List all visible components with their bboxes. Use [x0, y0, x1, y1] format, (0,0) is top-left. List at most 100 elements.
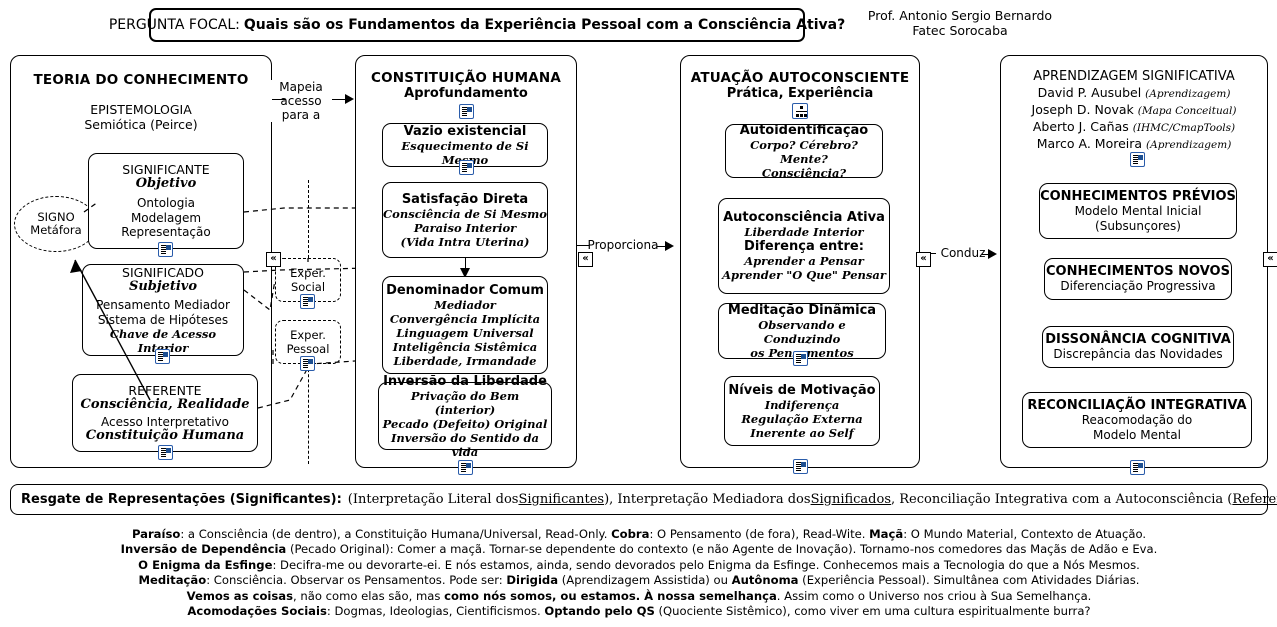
- resgate-label: Resgate de Representações (Significantes…: [21, 492, 342, 507]
- node-niveis-line3: Inerente ao Self: [750, 425, 854, 440]
- satisfacao-to-denominador-arrow: [460, 268, 470, 278]
- node-niveis-head: Níveis de Motivação: [728, 382, 876, 398]
- note-line-2: Inversão de Dependência (Pecado Original…: [120, 542, 1158, 557]
- node-autoidentificacao[interactable]: Autoidentificação Corpo? Cérebro? Mente?…: [725, 123, 883, 180]
- resource-icon-atuacao-footer[interactable]: [793, 459, 808, 474]
- link-label-mapeia: Mapeia acesso para a: [271, 80, 331, 122]
- node-exper-social-line1: Exper.: [290, 266, 326, 280]
- node-autoconsciencia-ativa[interactable]: Autoconsciência Ativa Liberdade Interior…: [718, 198, 890, 294]
- node-autoconsciencia-line1: Liberdade Interior: [744, 225, 864, 239]
- resource-icon-significado[interactable]: [155, 349, 170, 364]
- resource-icon-constituicao-header[interactable]: [459, 104, 474, 119]
- node-significante-line3: Representação: [121, 225, 211, 240]
- node-denominador-comum[interactable]: Denominador Comum Mediador Convergência …: [382, 276, 548, 374]
- node-reconciliacao-integrativa[interactable]: RECONCILIAÇÃO INTEGRATIVA Reacomodação d…: [1022, 392, 1252, 448]
- node-satisfacao-line3: (Vida Intra Uterina): [400, 234, 530, 249]
- collapse-marker-teoria[interactable]: «: [266, 252, 281, 267]
- node-significado-line1: Pensamento Mediador: [96, 298, 230, 312]
- mapeia-arrowhead: [345, 94, 354, 104]
- resource-icon-exper-social[interactable]: [300, 294, 315, 309]
- focal-question-box: PERGUNTA FOCAL: Quais são os Fundamentos…: [109, 8, 845, 42]
- node-vazio-line1: Esquecimento de Si Mesmo: [401, 138, 529, 167]
- resource-icon-meditacao[interactable]: [793, 351, 808, 366]
- node-inversao-line2: Pecado (Defeito) Original: [382, 416, 548, 431]
- conduz-arrowhead: [988, 249, 997, 259]
- author-row-1: Joseph D. Novak (Mapa Conceitual): [1001, 102, 1267, 119]
- node-referente-italic: Consciência, Realidade: [80, 396, 250, 412]
- resource-icon-vazio[interactable]: [459, 160, 474, 175]
- author-3-name: Marco A. Moreira: [1036, 136, 1143, 151]
- node-niveis-line2: Regulação Externa: [741, 411, 863, 426]
- link-mapeia-line1: Mapeia: [279, 80, 323, 94]
- panel-atuacao-sub: Prática, Experiência: [726, 86, 874, 101]
- node-denominador-line2: Convergência Implícita: [389, 311, 541, 326]
- node-referente[interactable]: REFERENTE Consciência, Realidade Acesso …: [72, 374, 258, 452]
- resource-icon-significante[interactable]: [158, 242, 173, 257]
- panel-aprendizagem-title: APRENDIZAGEM SIGNIFICATIVA: [1033, 69, 1235, 84]
- proporciona-line-right: [657, 246, 667, 247]
- resource-icon-exper-pessoal[interactable]: [300, 356, 315, 371]
- node-significante[interactable]: SIGNIFICANTE Objetivo Ontologia Modelage…: [88, 153, 244, 249]
- collapse-marker-constituicao[interactable]: «: [578, 252, 593, 267]
- link-mapeia-line3: para a: [281, 108, 321, 122]
- node-reconciliacao-line1: Reacomodação do: [1081, 413, 1193, 427]
- focal-question-text: Quais são os Fundamentos da Experiência …: [243, 17, 846, 33]
- node-exper-social-line2: Social: [290, 280, 326, 294]
- node-autoidentificacao-line2: Consciência?: [761, 165, 847, 180]
- concept-map-icon-atuacao-header[interactable]: [792, 103, 808, 119]
- node-niveis-line1: Indiferença: [764, 397, 840, 412]
- node-vazio-head: Vazio existencial: [403, 123, 527, 139]
- node-dissonancia-line1: Discrepância das Novidades: [1053, 347, 1223, 362]
- panel-atuacao-title: ATUAÇÃO AUTOCONSCIENTE: [690, 70, 910, 86]
- node-significante-line1: Ontologia: [136, 196, 196, 211]
- node-inversao-line3: Inversão do Sentido da vida: [391, 430, 539, 459]
- node-conhecimentos-previos[interactable]: CONHECIMENTOS PRÉVIOS Modelo Mental Inic…: [1039, 183, 1237, 239]
- author-3-note: (Aprendizagem): [1146, 139, 1232, 151]
- resgate-part2: ), Interpretação Mediadora dos: [604, 492, 811, 507]
- node-niveis-de-motivacao[interactable]: Níveis de Motivação Indiferença Regulaçã…: [724, 376, 880, 446]
- node-signo[interactable]: SIGNO Metáfora: [14, 196, 98, 252]
- panel-teoria-sub1: EPISTEMOLOGIA: [90, 102, 192, 117]
- node-conhecimentos-novos[interactable]: CONHECIMENTOS NOVOS Diferenciação Progre…: [1044, 258, 1232, 300]
- author-2-note: (IHMC/CmapTools): [1132, 122, 1236, 134]
- node-referente-head: REFERENTE: [128, 382, 202, 398]
- resource-icon-aprendizagem-footer[interactable]: [1130, 460, 1145, 475]
- exper-pessoal-bottom-link: [308, 364, 309, 464]
- node-inversao-line1: Privação do Bem (interior): [410, 388, 520, 417]
- node-inversao-da-liberdade[interactable]: Inversão da Liberdade Privação do Bem (i…: [378, 374, 552, 459]
- node-previos-line2: (Subsunçores): [1095, 218, 1181, 233]
- node-satisfacao-line1: Consciência de Si Mesmo: [383, 206, 547, 221]
- note-line-1: Paraíso: a Consciência (de dentro), a Co…: [131, 527, 1147, 541]
- node-significado[interactable]: SIGNIFICADO Subjetivo Pensamento Mediado…: [82, 264, 244, 356]
- satisfacao-to-denominador-line: [465, 258, 466, 272]
- author-0-name: David P. Ausubel: [1037, 85, 1142, 100]
- node-previos-head: CONHECIMENTOS PRÉVIOS: [1040, 189, 1236, 204]
- node-denominador-line4: Inteligência Sistêmica: [392, 339, 538, 354]
- note-line-6: Acomodações Sociais: Dogmas, Ideologias,…: [187, 604, 1091, 619]
- node-satisfacao-direta[interactable]: Satisfação Direta Consciência de Si Mesm…: [382, 182, 548, 258]
- node-denominador-line1: Mediador: [434, 297, 496, 312]
- node-significante-line2: Modelagem: [130, 210, 202, 225]
- node-vazio-existencial[interactable]: Vazio existencial Esquecimento de Si Mes…: [382, 123, 548, 167]
- author-2-name: Aberto J. Cañas: [1032, 119, 1129, 134]
- note-line-4: Meditação: Consciência. Observar os Pens…: [138, 573, 1140, 588]
- author-row-0: David P. Ausubel (Aprendizagem): [1001, 85, 1267, 102]
- collapse-marker-aprendizagem[interactable]: «: [1263, 252, 1277, 267]
- collapse-marker-atuacao[interactable]: «: [916, 252, 931, 267]
- node-denominador-head: Denominador Comum: [386, 282, 544, 298]
- resource-icon-constituicao-footer[interactable]: [458, 460, 473, 475]
- node-reconciliacao-line2: Modelo Mental: [1093, 427, 1181, 442]
- node-dissonancia-cognitiva[interactable]: DISSONÂNCIA COGNITIVA Discrepância das N…: [1042, 326, 1234, 368]
- note-line-3: O Enigma da Esfinge: Decifra-me ou devor…: [138, 557, 1140, 572]
- link-mapeia-line2: acesso: [280, 94, 322, 108]
- node-significado-italic: Subjetivo: [128, 279, 198, 294]
- resgate-significantes: Significantes: [518, 492, 605, 507]
- resource-icon-referente[interactable]: [158, 445, 173, 460]
- node-autoconsciencia-line2: Aprender a Pensar: [744, 254, 864, 268]
- node-satisfacao-line2: Paraiso Interior: [413, 220, 517, 235]
- note-line-5: Vemos as coisas, não como elas são, mas …: [186, 588, 1092, 603]
- node-exper-pessoal-line2: Pessoal: [286, 342, 330, 356]
- author-1-note: (Mapa Conceitual): [1137, 105, 1237, 117]
- resource-icon-aprendizagem-header[interactable]: [1130, 152, 1145, 167]
- node-meditacao-head: Meditação Dinâmica: [727, 302, 877, 318]
